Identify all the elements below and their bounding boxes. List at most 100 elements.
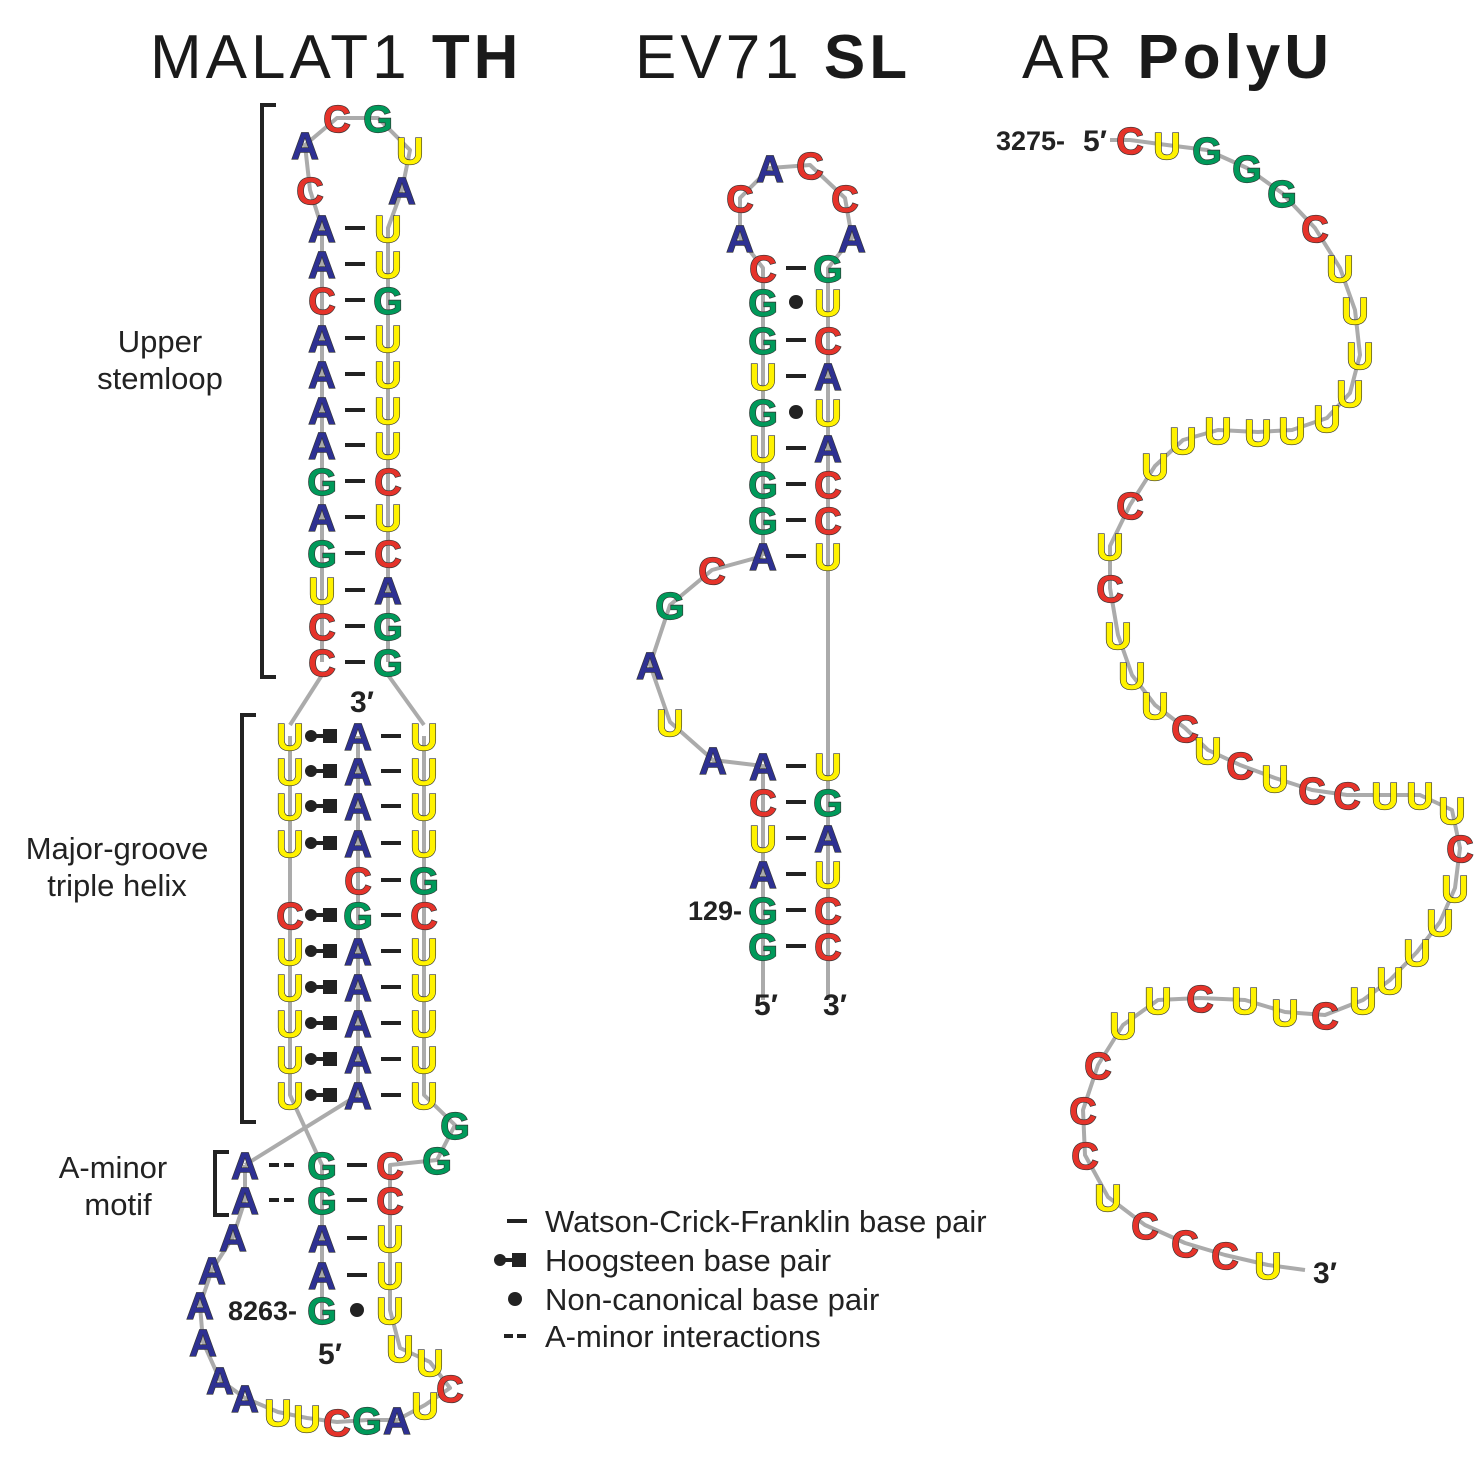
legend-aminor-text: A-minor interactions — [545, 1319, 821, 1354]
nucleotide-U: U — [1204, 411, 1231, 453]
wcf-pair-bond — [786, 800, 806, 804]
wcf-pair-bond — [347, 1236, 367, 1240]
nucleotide-U: U — [1096, 527, 1123, 569]
nucleotide-U: U — [410, 787, 437, 829]
nucleotide-U: U — [276, 1040, 303, 1082]
backbone-segment — [303, 116, 412, 662]
hoogsteen-pair-square — [323, 1088, 337, 1102]
backbone-segment — [243, 736, 360, 1167]
nucleotide-G: G — [307, 534, 337, 576]
nucleotide-U: U — [374, 391, 401, 433]
nucleotide-U: U — [1346, 336, 1373, 378]
nucleotide-A: A — [749, 747, 776, 789]
nucleotide-C: C — [308, 281, 335, 323]
nucleotide-G: G — [352, 1401, 382, 1443]
hoogsteen-pair-circle — [305, 800, 317, 812]
nucleotide-U: U — [410, 968, 437, 1010]
wcf-pair-bond — [347, 1198, 367, 1202]
nucleotide-U: U — [1376, 961, 1403, 1003]
title-ar-polyu: AR PolyU — [1022, 23, 1333, 92]
nucleotide-U: U — [376, 1219, 403, 1261]
nucleotide-U: U — [1403, 933, 1430, 975]
nucleotide-U: U — [276, 968, 303, 1010]
nucleotide-U: U — [410, 1076, 437, 1118]
nucleotide-U: U — [1144, 981, 1171, 1023]
backbone-segment — [648, 554, 765, 1000]
wcf-pair-bond — [786, 338, 806, 342]
legend-aminor-dash-2 — [517, 1334, 526, 1338]
nucleotide-U: U — [410, 824, 437, 866]
nucleotide-U: U — [276, 824, 303, 866]
wcf-pair-bond — [381, 1093, 401, 1097]
nucleotide-A: A — [231, 1379, 258, 1421]
ar-start-number: 3275- — [996, 126, 1065, 156]
region-labels: Upper stemloop Major-groove triple helix… — [26, 103, 276, 1222]
legend-hoogsteen-text: Hoogsteen base pair — [545, 1243, 831, 1278]
nucleotide-A: A — [344, 1004, 371, 1046]
hoogsteen-pair-square — [323, 729, 337, 743]
backbone-lines — [198, 116, 1462, 1424]
nucleotide-C: C — [436, 1369, 463, 1411]
nucleotide-U: U — [1406, 776, 1433, 818]
nucleotide-G: G — [307, 1181, 337, 1223]
nucleotide-U: U — [264, 1393, 291, 1435]
wcf-pair-bond — [345, 624, 365, 628]
nucleotide-U: U — [1169, 421, 1196, 463]
hoogsteen-pair-circle — [305, 765, 317, 777]
wcf-pair-bond — [347, 1163, 367, 1167]
wcf-pair-bond — [345, 479, 365, 483]
nucleotide-G: G — [748, 465, 778, 507]
a-minor-bracket — [213, 1150, 229, 1217]
nucleotide-A: A — [344, 752, 371, 794]
wcf-pair-bond — [345, 226, 365, 230]
titles: MALAT1 TH EV71 SL AR PolyU — [150, 23, 1333, 92]
nucleotide-U: U — [656, 703, 683, 745]
wcf-pair-bond — [786, 446, 806, 450]
legend-hoogsteen-circle — [494, 1254, 506, 1266]
nucleotide-G: G — [343, 896, 373, 938]
a-minor-label-2: motif — [84, 1187, 152, 1222]
nucleotide-G: G — [373, 643, 403, 685]
nucleotide-U: U — [1336, 374, 1363, 416]
nucleotide-A: A — [219, 1218, 246, 1260]
nucleotide-A: A — [344, 824, 371, 866]
nucleotide-C: C — [308, 643, 335, 685]
legend-noncanonical-symbol — [508, 1292, 522, 1306]
nucleotide-U: U — [276, 787, 303, 829]
nucleotide-G: G — [363, 99, 393, 141]
hoogsteen-pair-circle — [305, 1089, 317, 1101]
nucleotide-A: A — [206, 1361, 233, 1403]
nucleotide-G: G — [307, 1291, 337, 1333]
nucleotide-U: U — [814, 747, 841, 789]
nucleotide-U: U — [814, 283, 841, 325]
nucleotide-C: C — [1333, 776, 1360, 818]
nucleotide-U: U — [410, 932, 437, 974]
hoogsteen-pair-circle — [305, 945, 317, 957]
legend-wcf-text: Watson-Crick-Franklin base pair — [545, 1204, 987, 1239]
ar-3prime: 3′ — [1313, 1257, 1337, 1290]
nucleotide-C: C — [814, 927, 841, 969]
wcf-pair-bond — [345, 588, 365, 592]
nucleotide-A: A — [231, 1146, 258, 1188]
backbone-segment — [1081, 138, 1462, 1272]
nucleotide-C: C — [1069, 1091, 1096, 1133]
wcf-pair-bond — [381, 878, 401, 882]
nucleotide-A: A — [344, 1076, 371, 1118]
wcf-pair-bond — [381, 1057, 401, 1061]
nucleotide-C: C — [376, 1181, 403, 1223]
nucleotide-C: C — [374, 534, 401, 576]
wcf-pair-bond — [786, 518, 806, 522]
nucleotide-C: C — [1171, 709, 1198, 751]
wcf-pair-bond — [381, 985, 401, 989]
nucleotide-U: U — [1371, 776, 1398, 818]
nucleotide-U: U — [1271, 993, 1298, 1035]
nucleotide-C: C — [1171, 1224, 1198, 1266]
nucleotide-U: U — [1441, 869, 1468, 911]
wcf-pair-bond — [381, 1021, 401, 1025]
wcf-pair-bond — [786, 944, 806, 948]
nucleotide-A: A — [344, 1040, 371, 1082]
nucleotide-A: A — [814, 819, 841, 861]
nucleotide-U: U — [308, 571, 335, 613]
hoogsteen-pair-link — [315, 804, 323, 808]
nucleotide-U: U — [749, 819, 776, 861]
